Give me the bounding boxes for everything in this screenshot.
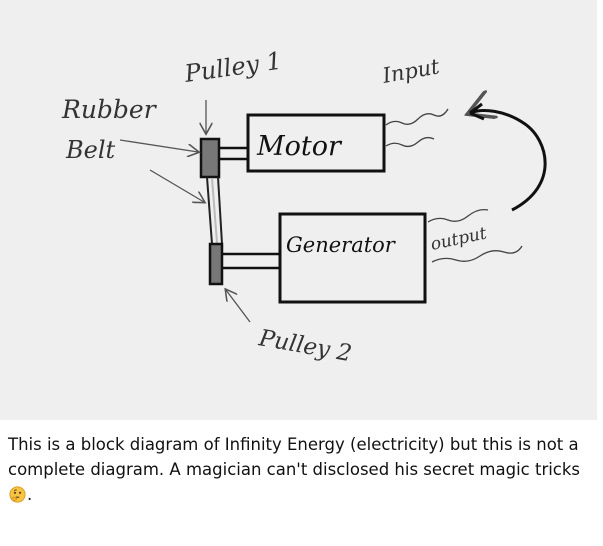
pulley-2-pointer-arrow xyxy=(226,290,251,323)
caption-text: This is a block diagram of Infinity Ener… xyxy=(8,435,581,479)
output-wires xyxy=(427,208,523,263)
motor-label: Motor xyxy=(256,131,343,162)
pulley-1-label: Pulley 1 xyxy=(182,47,284,88)
motor-block: Motor xyxy=(246,113,386,173)
input-label: Input xyxy=(380,54,442,88)
rubber-belt xyxy=(206,176,223,245)
output-label: output xyxy=(429,224,489,255)
feedback-arrow xyxy=(470,111,547,212)
caption: This is a block diagram of Infinity Ener… xyxy=(8,432,593,507)
diagram-photo: Pulley 1 Input Rubber Belt output Pulley… xyxy=(0,0,597,420)
caption-trailing: . xyxy=(27,485,33,504)
feedback-arrowhead xyxy=(469,102,485,121)
diagram-sketch: Pulley 1 Input Rubber Belt output Pulley… xyxy=(61,47,547,367)
pulley-2-label: Pulley 2 xyxy=(256,325,354,367)
input-wires xyxy=(385,108,449,148)
belt-pointer-arrow-2 xyxy=(149,169,204,202)
motor-shaft xyxy=(220,146,248,161)
belt-pointer-arrow-1 xyxy=(119,139,198,152)
pulley-2 xyxy=(208,242,224,286)
generator-shaft xyxy=(222,252,280,270)
thinking-face-emoji-icon xyxy=(9,486,26,503)
generator-label: Generator xyxy=(286,233,397,257)
rubber-belt-label-line2: Belt xyxy=(65,136,116,164)
generator-block: Generator xyxy=(278,212,427,304)
rubber-belt-label-line1: Rubber xyxy=(61,95,158,124)
pulley-1 xyxy=(199,137,221,179)
